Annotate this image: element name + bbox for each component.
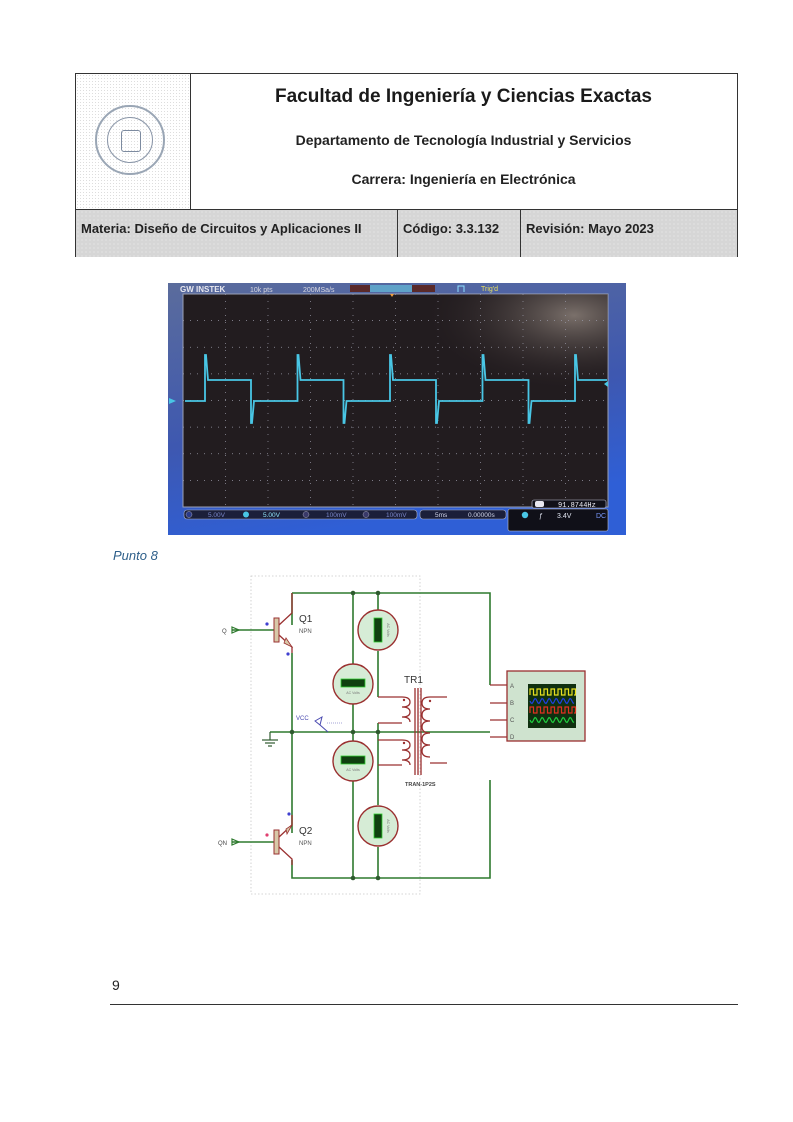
ground-icon <box>262 732 278 747</box>
ch4-scale: 100mV <box>386 512 407 519</box>
timebase-readout: 5ms <box>435 512 448 519</box>
frequency-readout: 91.8744Hz <box>558 502 596 510</box>
figure-caption: Punto 8 <box>113 548 158 563</box>
meter-display <box>340 678 366 688</box>
ch1-scale: 5.00V <box>208 512 226 519</box>
virtual-oscilloscope <box>490 670 586 742</box>
scope-channel-b: B <box>510 701 514 707</box>
vcc-terminal-icon <box>314 715 329 733</box>
transistor-q2 <box>265 812 293 865</box>
trigger-slope-icon: ƒ <box>539 513 543 520</box>
oscilloscope-capture: GW INSTEK 10k pts 200MSa/s Trig'd 91.874… <box>168 283 626 535</box>
input-q-port-icon <box>231 626 241 634</box>
meter-label: AC Volts <box>386 819 390 833</box>
code-label: Código: 3.3.132 <box>398 210 521 257</box>
q2-type: NPN <box>299 841 312 847</box>
junctions <box>289 590 381 881</box>
scope-trigger-status: Trig'd <box>481 286 498 293</box>
department-title: Departamento de Tecnología Industrial y … <box>295 132 632 148</box>
trigger-info-box <box>507 508 609 532</box>
ch2-scale: 5.00V <box>263 512 281 519</box>
trigger-level-readout: 3.4V <box>557 513 572 520</box>
scope-brand: GW INSTEK <box>180 285 226 294</box>
transistor-q1 <box>265 593 294 656</box>
ch3-scale: 100mV <box>326 512 347 519</box>
logo-cell <box>76 74 191 209</box>
career-title: Carrera: Ingeniería en Electrónica <box>351 171 576 187</box>
scope-channel-d: D <box>510 735 515 741</box>
wires <box>232 592 491 879</box>
meter-display <box>373 617 383 643</box>
scope-sample-rate: 200MSa/s <box>303 287 335 294</box>
transformer-model: TRAN-1P2S <box>405 782 436 788</box>
timebase-box <box>419 509 507 520</box>
page-number: 9 <box>112 977 120 993</box>
vcc-label: VCC <box>296 716 309 722</box>
meter-display <box>340 755 366 765</box>
q2-label: Q2 <box>299 826 313 837</box>
trigger-position-marker <box>390 294 394 297</box>
meter-label: AC Volts <box>386 623 390 637</box>
scope-trace-ch2 <box>185 354 607 424</box>
footer-divider <box>110 1004 738 1005</box>
meter-label: AC Volts <box>346 768 360 772</box>
scope-channel-a: A <box>510 684 514 690</box>
q1-type: NPN <box>299 629 312 635</box>
channel-scale-bar <box>183 509 418 520</box>
transformer-tr1 <box>378 688 447 775</box>
frequency-box <box>531 499 607 509</box>
university-seal-icon <box>95 105 165 175</box>
q1-label: Q1 <box>299 614 313 625</box>
meter-display <box>373 813 383 839</box>
scope-channel-c: C <box>510 718 515 724</box>
subject-label: Materia: Diseño de Circuitos y Aplicacio… <box>76 210 398 257</box>
meter-label: AC Volts <box>346 691 360 695</box>
trigger-edge-icon <box>457 285 465 292</box>
ac-voltmeters: AC Volts AC Volts AC Volts AC Volts <box>332 609 399 847</box>
trigger-level-marker <box>604 381 608 387</box>
revision-label: Revisión: Mayo 2023 <box>526 221 654 236</box>
input-qn-port-icon <box>231 838 241 846</box>
sheet-border <box>250 575 421 895</box>
ch2-ground-marker <box>169 398 176 404</box>
time-offset-readout: 0.00000s <box>468 512 495 519</box>
input-q-label: Q <box>222 629 227 635</box>
header-info-row: Materia: Diseño de Circuitos y Aplicacio… <box>76 210 737 257</box>
faculty-title: Facultad de Ingeniería y Ciencias Exacta… <box>275 86 652 107</box>
header-top-row: Facultad de Ingeniería y Ciencias Exacta… <box>76 74 737 210</box>
scope-record-length: 10k pts <box>250 287 273 294</box>
document-header: Facultad de Ingeniería y Ciencias Exacta… <box>75 73 738 257</box>
coupling-readout: DC <box>596 513 606 520</box>
title-cell: Facultad de Ingeniería y Ciencias Exacta… <box>190 74 737 209</box>
transformer-label: TR1 <box>404 675 423 686</box>
input-qn-label: QN <box>218 841 227 847</box>
